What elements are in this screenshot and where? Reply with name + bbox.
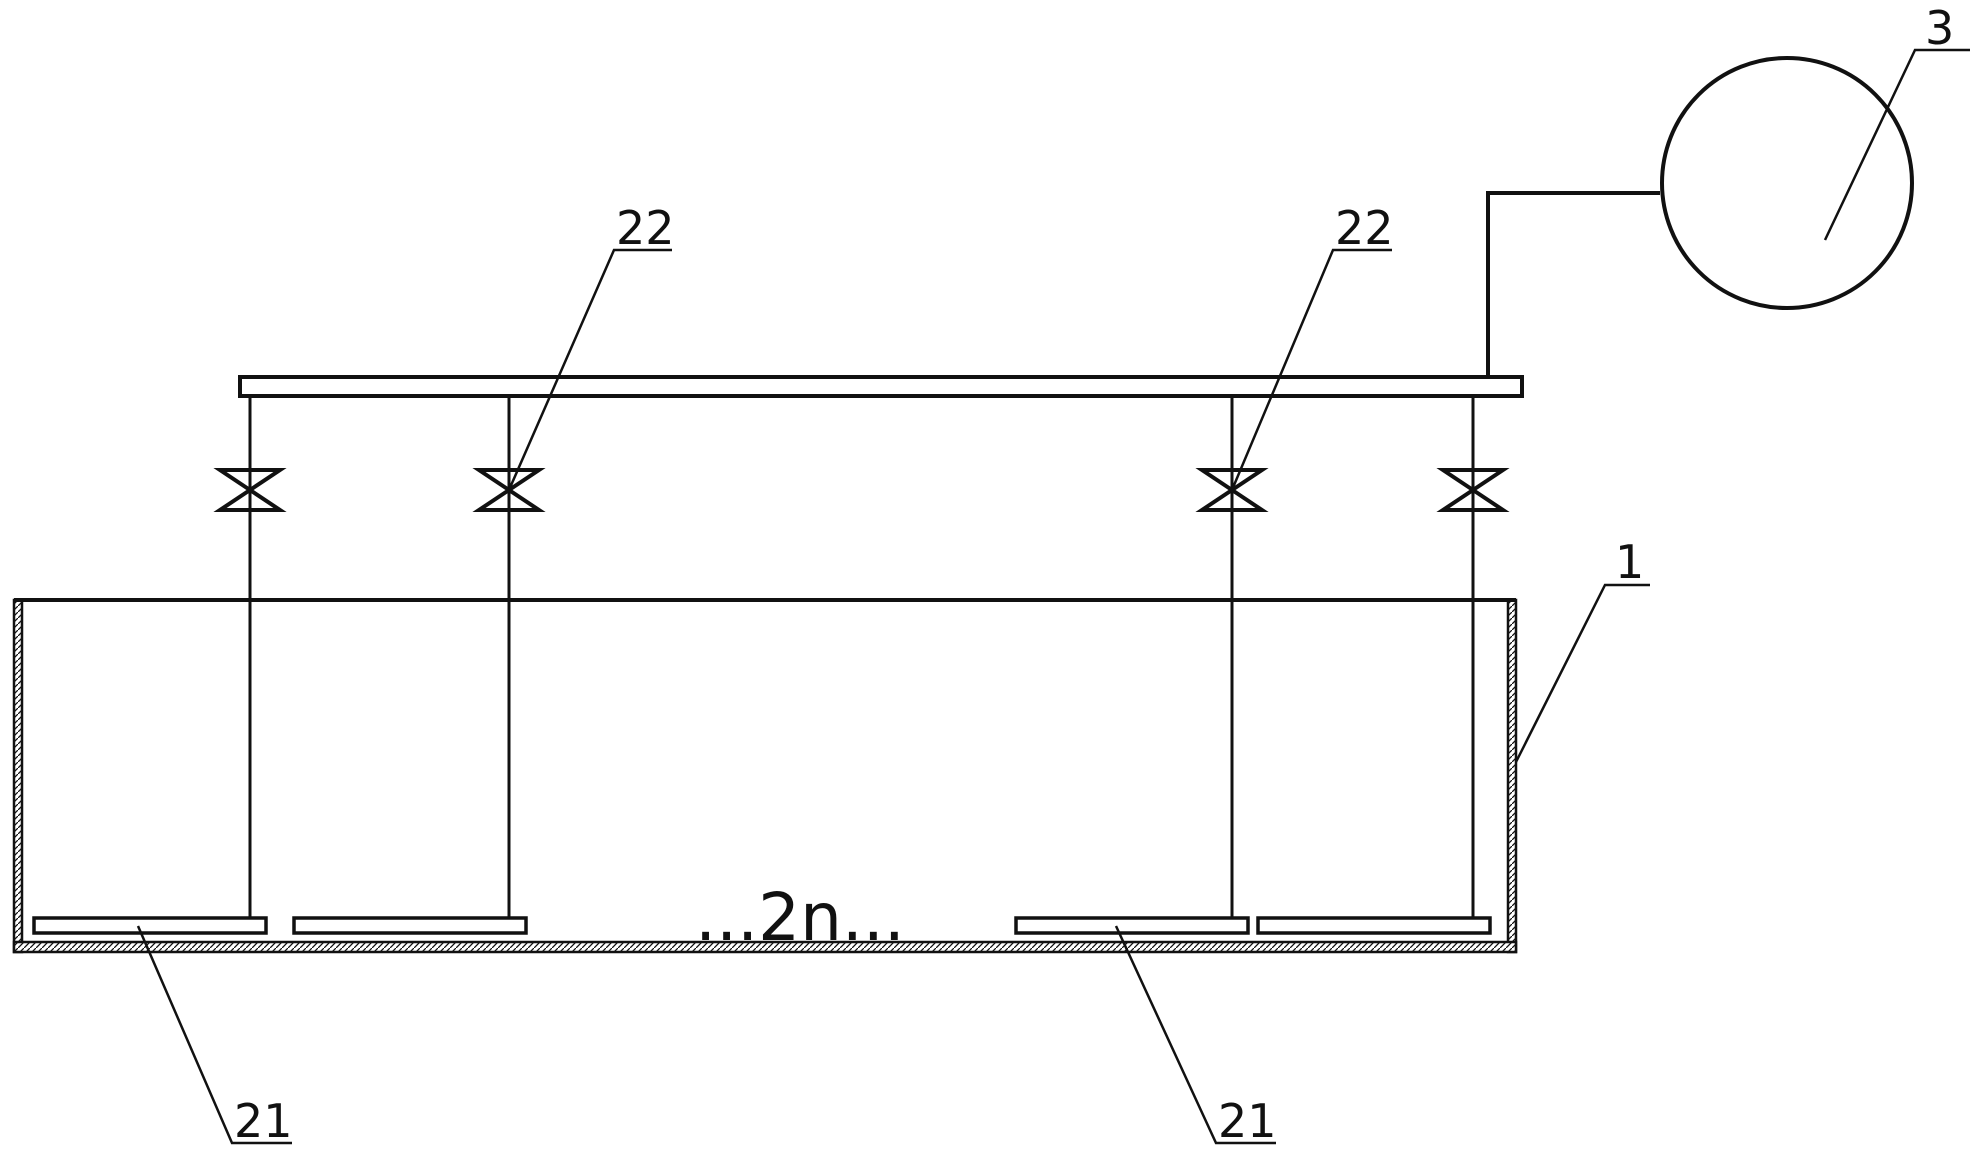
- valve-label: 22: [1335, 201, 1394, 255]
- callouts: 1 3 22 22 21 21: [136, 1, 1970, 1148]
- aerator-count-label: ...2n...: [695, 879, 905, 956]
- valve-icon: [1436, 468, 1510, 512]
- aerator-plate: [1256, 916, 1492, 935]
- blower-label: 3: [1925, 1, 1954, 55]
- aerator-plate: [292, 916, 528, 935]
- tank-floor: [12, 940, 1518, 954]
- leader-line: [507, 248, 672, 491]
- valve-label: 22: [616, 201, 675, 255]
- leader-line: [1114, 925, 1276, 1145]
- leader-line: [1823, 48, 1970, 241]
- tank: [12, 598, 1518, 954]
- tank-left-wall: [12, 598, 24, 954]
- leader-line: [1230, 248, 1392, 491]
- aerator-plate: [1014, 916, 1250, 935]
- valves: [213, 468, 1510, 512]
- header-pipe: [238, 375, 1524, 398]
- aerator-plate: [32, 916, 268, 935]
- valve-icon: [213, 468, 287, 512]
- tank-label: 1: [1615, 535, 1644, 589]
- blower: [1660, 56, 1914, 310]
- valve-icon: [472, 468, 546, 512]
- drop-pipes: [248, 396, 1475, 918]
- aerator-label: 21: [1218, 1094, 1277, 1148]
- valve-icon: [1195, 468, 1269, 512]
- tank-right-wall: [1506, 598, 1518, 954]
- leader-line: [136, 925, 292, 1145]
- blower-supply-line: [1486, 191, 1660, 377]
- leader-line: [1514, 583, 1650, 763]
- aerator-plates: [32, 916, 1492, 935]
- aerator-label: 21: [234, 1094, 293, 1148]
